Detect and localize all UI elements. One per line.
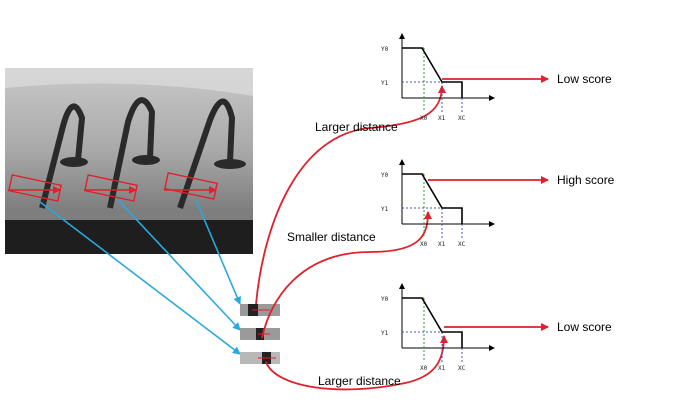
tick-x0-top: X0 (420, 115, 428, 122)
distance-curve-top (255, 85, 446, 305)
patch-3 (240, 352, 280, 364)
extracted-patches (240, 304, 280, 364)
distance-label-top: Larger distance (315, 120, 398, 134)
mapping-arrows (39, 199, 241, 355)
tick-x1-middle: X1 (438, 241, 446, 248)
tick-y1-top: Y1 (381, 80, 389, 87)
tick-y1-bottom: Y1 (381, 330, 389, 337)
distance-curve-bottom (265, 335, 448, 391)
tick-x2-top: XC (458, 115, 466, 122)
distance-curve-middle (261, 211, 432, 339)
xray-photo (5, 68, 253, 254)
tick-x0-bottom: X0 (420, 365, 428, 372)
tick-x1-top: X1 (438, 115, 446, 122)
roi-box-2 (84, 174, 138, 202)
score-label-top: Low score (557, 72, 612, 86)
roi-boxes (8, 172, 218, 202)
tick-y0-top: Y0 (381, 46, 389, 53)
score-plot-bottom: Y0 Y1 X0 X1 XC (381, 283, 495, 372)
tick-x0-middle: X0 (420, 241, 428, 248)
roi-box-1 (8, 174, 62, 202)
tick-x2-middle: XC (458, 241, 466, 248)
tick-x2-bottom: XC (458, 365, 466, 372)
tick-x1-bottom: X1 (438, 365, 446, 372)
tick-y0-middle: Y0 (381, 172, 389, 179)
distance-label-bottom: Larger distance (318, 374, 401, 388)
tick-y1-middle: Y1 (381, 206, 389, 213)
tick-y0-bottom: Y0 (381, 296, 389, 303)
score-arrows (428, 75, 549, 331)
patch-2 (240, 328, 280, 340)
score-plot-top: Y0 Y1 X0 X1 XC (381, 33, 495, 122)
score-label-middle: High score (557, 173, 615, 187)
distance-label-middle: Smaller distance (287, 230, 376, 244)
distance-curves (255, 85, 448, 391)
score-label-bottom: Low score (557, 320, 612, 334)
roi-box-3 (164, 172, 218, 200)
score-plot-middle: Y0 Y1 X0 X1 XC (381, 159, 495, 248)
